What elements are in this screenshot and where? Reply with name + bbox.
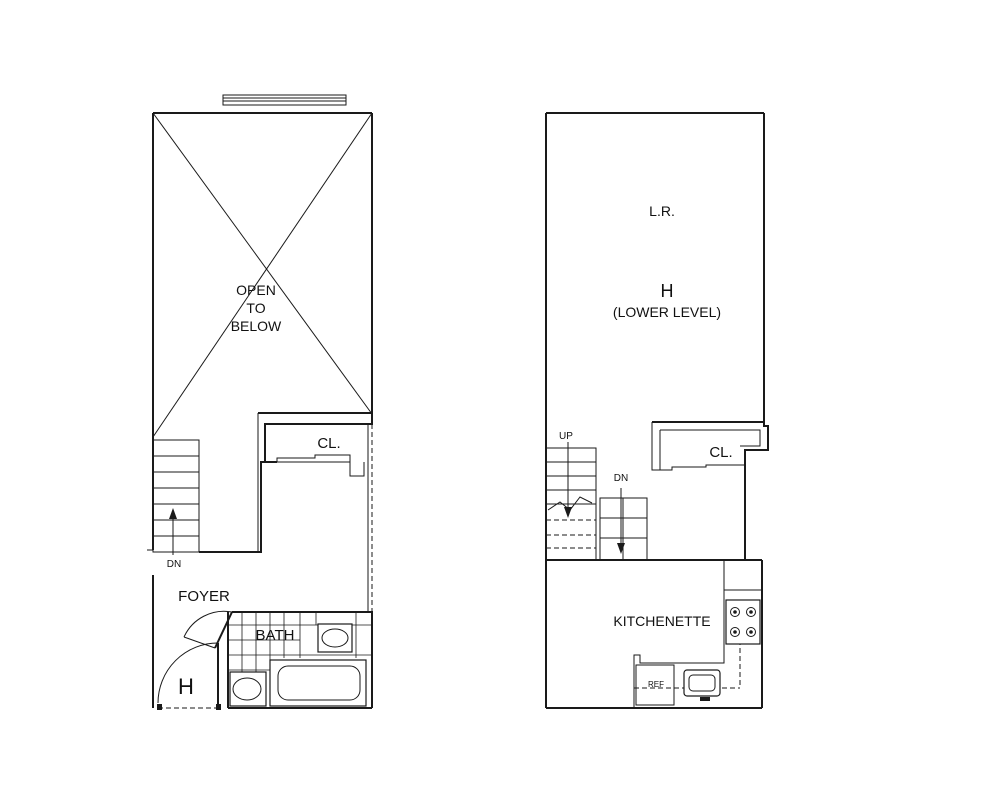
bath-sink — [317, 623, 353, 653]
lower-exterior-walls — [545, 112, 765, 709]
upper-stair-label: DN — [167, 559, 181, 570]
lower-level-plan: L.R. H (LOWER LEVEL) CL. UP DN KITCHENET… — [545, 112, 769, 709]
refrigerator-label: REF — [648, 680, 664, 689]
window — [222, 94, 347, 106]
toilet — [229, 671, 267, 707]
stair-down-label: DN — [614, 473, 628, 484]
upper-partitions — [147, 412, 373, 612]
kitchenette-area — [546, 559, 762, 708]
bathtub — [269, 659, 367, 707]
stair-down-arrowhead — [617, 543, 625, 554]
stair-arrowhead — [169, 508, 177, 519]
open-to-below-area — [152, 112, 373, 438]
stair-up-arrowhead — [564, 507, 572, 518]
upper-stairs — [152, 439, 200, 555]
upper-level-plan: OPEN TO BELOW CL. DN FOYER BATH H — [147, 94, 373, 710]
entry-door — [157, 642, 221, 710]
refrigerator — [635, 664, 675, 706]
lower-stairs — [545, 442, 648, 561]
cooktop — [725, 599, 761, 645]
open-to-below-label: OPEN — [236, 282, 276, 298]
lower-level-note: (LOWER LEVEL) — [613, 304, 721, 320]
bath-room — [183, 610, 373, 709]
bath-label: BATH — [256, 627, 295, 644]
foyer-label: FOYER — [178, 588, 230, 605]
bath-door — [183, 610, 233, 649]
stair-up-label: UP — [559, 431, 573, 442]
upper-entry-mark: H — [178, 674, 194, 699]
kitchenette-label: KITCHENETTE — [613, 613, 710, 629]
upper-closet-label: CL. — [317, 435, 340, 452]
upper-exterior-walls — [152, 112, 373, 708]
lower-closet-label: CL. — [709, 444, 732, 461]
living-room-label: L.R. — [649, 203, 675, 219]
open-to-below-label: BELOW — [231, 318, 282, 334]
kitchen-sink — [683, 669, 721, 701]
lower-closet — [651, 421, 769, 560]
lower-level-mark: H — [661, 281, 674, 301]
open-to-below-label: TO — [246, 300, 265, 316]
